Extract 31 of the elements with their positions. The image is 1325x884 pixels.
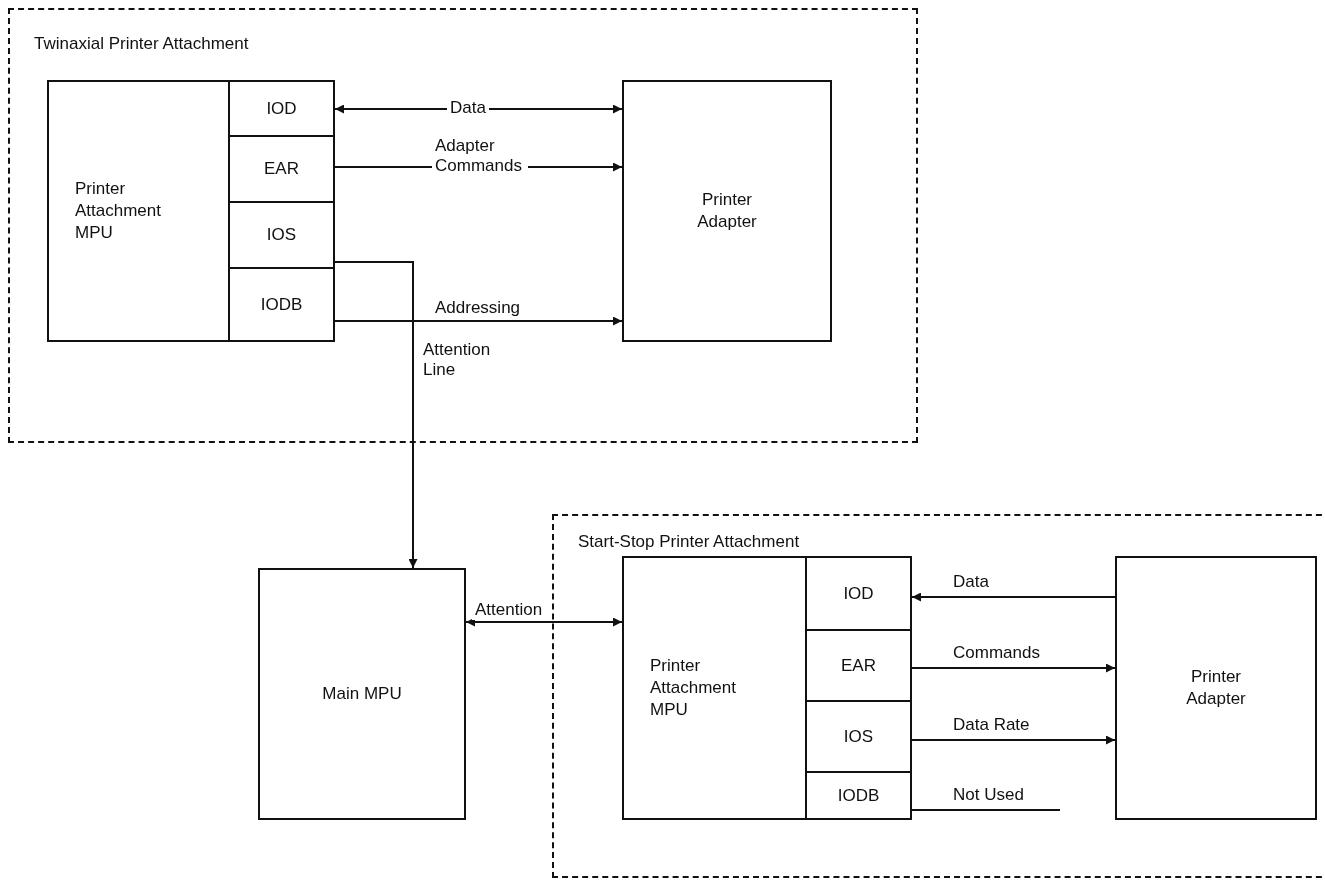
box-label: Printer Adapter bbox=[1185, 665, 1247, 710]
register-label: IOD bbox=[266, 98, 297, 119]
adapter-box bbox=[1115, 556, 1317, 820]
box-label: Printer Adapter bbox=[696, 188, 758, 233]
connector-arrow bbox=[334, 316, 623, 326]
register-label: IOD bbox=[843, 583, 874, 604]
register-label: IOS bbox=[843, 726, 874, 747]
connector-arrow bbox=[911, 735, 1116, 745]
register-label: IODB bbox=[837, 785, 880, 806]
connector-arrow bbox=[911, 592, 1116, 602]
register-box bbox=[805, 556, 912, 631]
group-title: Start-Stop Printer Attachment bbox=[578, 532, 800, 552]
processor-box bbox=[622, 556, 807, 820]
box-label: Printer Attachment MPU bbox=[75, 177, 162, 245]
processor-box bbox=[47, 80, 230, 342]
dashed-group-border bbox=[8, 8, 918, 443]
connector-arrow bbox=[334, 261, 418, 569]
box-label: Main MPU bbox=[322, 682, 402, 705]
register-label: IOS bbox=[266, 225, 297, 245]
adapter-box bbox=[622, 80, 832, 342]
connector-arrow bbox=[465, 617, 623, 627]
register-label: EAR bbox=[264, 159, 299, 179]
group-title: Twinaxial Printer Attachment bbox=[34, 34, 249, 54]
box-label: Printer Attachment MPU bbox=[650, 654, 737, 722]
register-box bbox=[228, 80, 335, 137]
connector-arrow bbox=[911, 663, 1116, 673]
register-label: EAR bbox=[841, 655, 876, 676]
register-box bbox=[805, 771, 912, 820]
register-box bbox=[228, 267, 335, 342]
register-label: IODB bbox=[260, 294, 303, 315]
processor-box bbox=[258, 568, 466, 820]
